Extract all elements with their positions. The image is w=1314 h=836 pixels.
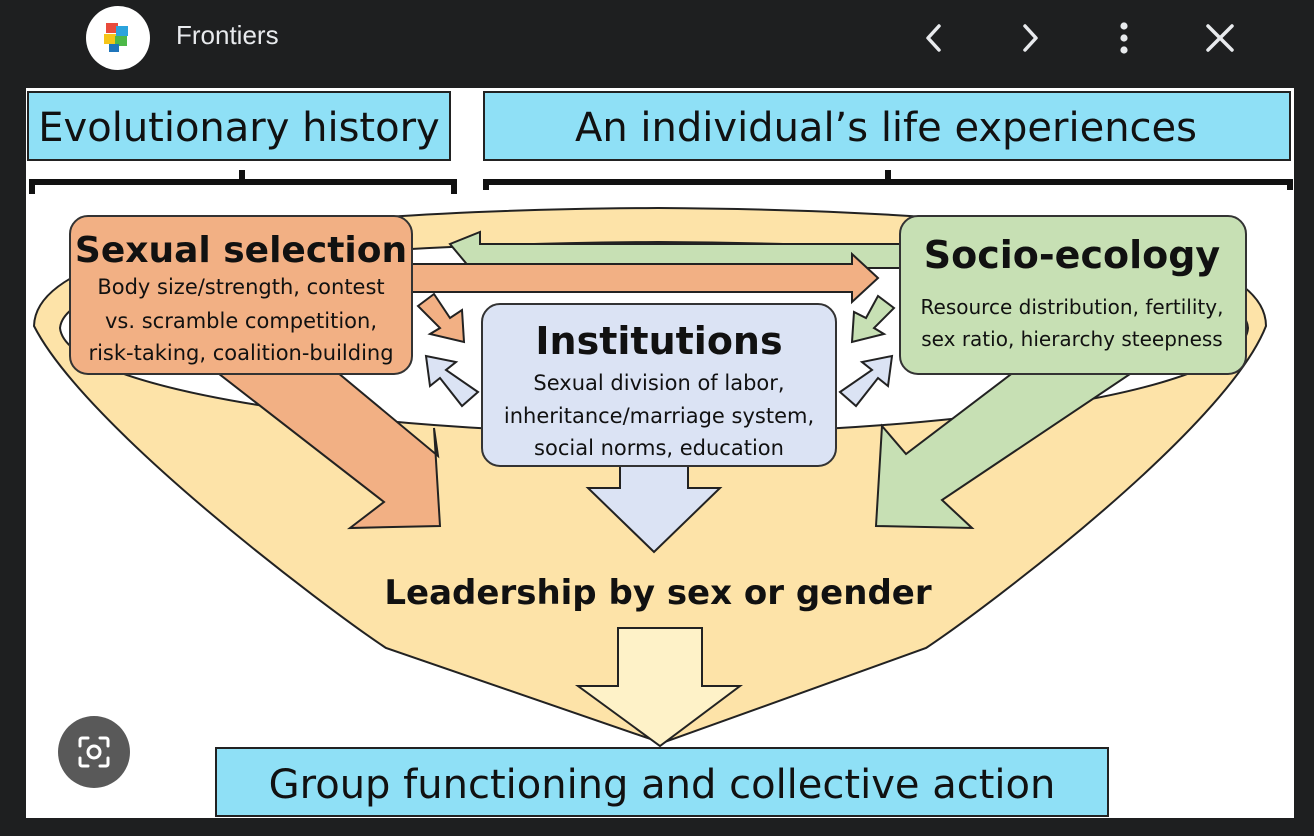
life-bracket: [483, 170, 1293, 190]
socio-ecology-title: Socio-ecology: [924, 233, 1221, 277]
bottom-letterbox: [0, 818, 1314, 836]
header-evolutionary-box: [27, 91, 451, 161]
sexual-selection-title: Sexual selection: [75, 230, 407, 271]
figure-image: Evolutionary history An individual’s lif…: [26, 88, 1294, 818]
socio-ecology-box: [899, 215, 1247, 375]
socio-to-institutions-arrow: [850, 294, 896, 344]
close-icon[interactable]: [1198, 16, 1242, 60]
sexual-selection-box: [69, 215, 413, 375]
right-letterbox: [1294, 0, 1314, 836]
image-viewer-toolbar: Frontiers: [26, 0, 1294, 88]
header-life-box: [483, 91, 1291, 161]
group-functioning-box: [215, 747, 1109, 817]
header-evolutionary-label: Evolutionary history: [38, 105, 439, 151]
header-life-label: An individual’s life experiences: [575, 105, 1197, 151]
more-vert-icon[interactable]: [1102, 16, 1146, 60]
sexual-selection-line-1: Body size/strength, contest: [97, 275, 384, 299]
group-functioning-label: Group functioning and collective action: [269, 762, 1056, 808]
sexual-to-socio-arrow: [403, 251, 880, 305]
frontiers-logo-icon[interactable]: [86, 6, 150, 70]
evolutionary-bracket: [29, 170, 457, 194]
lens-search-icon[interactable]: [58, 716, 130, 788]
left-letterbox: [0, 0, 26, 836]
sexual-selection-line-3: risk-taking, coalition-building: [88, 341, 393, 365]
socio-ecology-line-2: sex ratio, hierarchy steepness: [921, 327, 1222, 351]
socio-ecology-line-1: Resource distribution, fertility,: [921, 295, 1224, 319]
institutions-line-1: Sexual division of labor,: [533, 371, 784, 395]
leadership-to-group-arrow: [574, 627, 743, 748]
leadership-diagram: Evolutionary history An individual’s lif…: [27, 91, 1293, 817]
leadership-label: Leadership by sex or gender: [384, 573, 931, 613]
sexual-to-institutions-arrow: [416, 292, 466, 344]
institutions-to-sexual-arrow: [424, 354, 480, 408]
institutions-to-socio-arrow: [838, 354, 894, 408]
institutions-line-3: social norms, education: [534, 436, 784, 460]
institutions-line-2: inheritance/marriage system,: [504, 404, 814, 428]
chevron-left-icon[interactable]: [912, 16, 956, 60]
institutions-title: Institutions: [535, 319, 782, 363]
institutions-box: [481, 303, 837, 467]
sexual-selection-line-2: vs. scramble competition,: [105, 309, 377, 333]
source-title[interactable]: Frontiers: [176, 20, 279, 50]
chevron-right-icon[interactable]: [1008, 16, 1052, 60]
